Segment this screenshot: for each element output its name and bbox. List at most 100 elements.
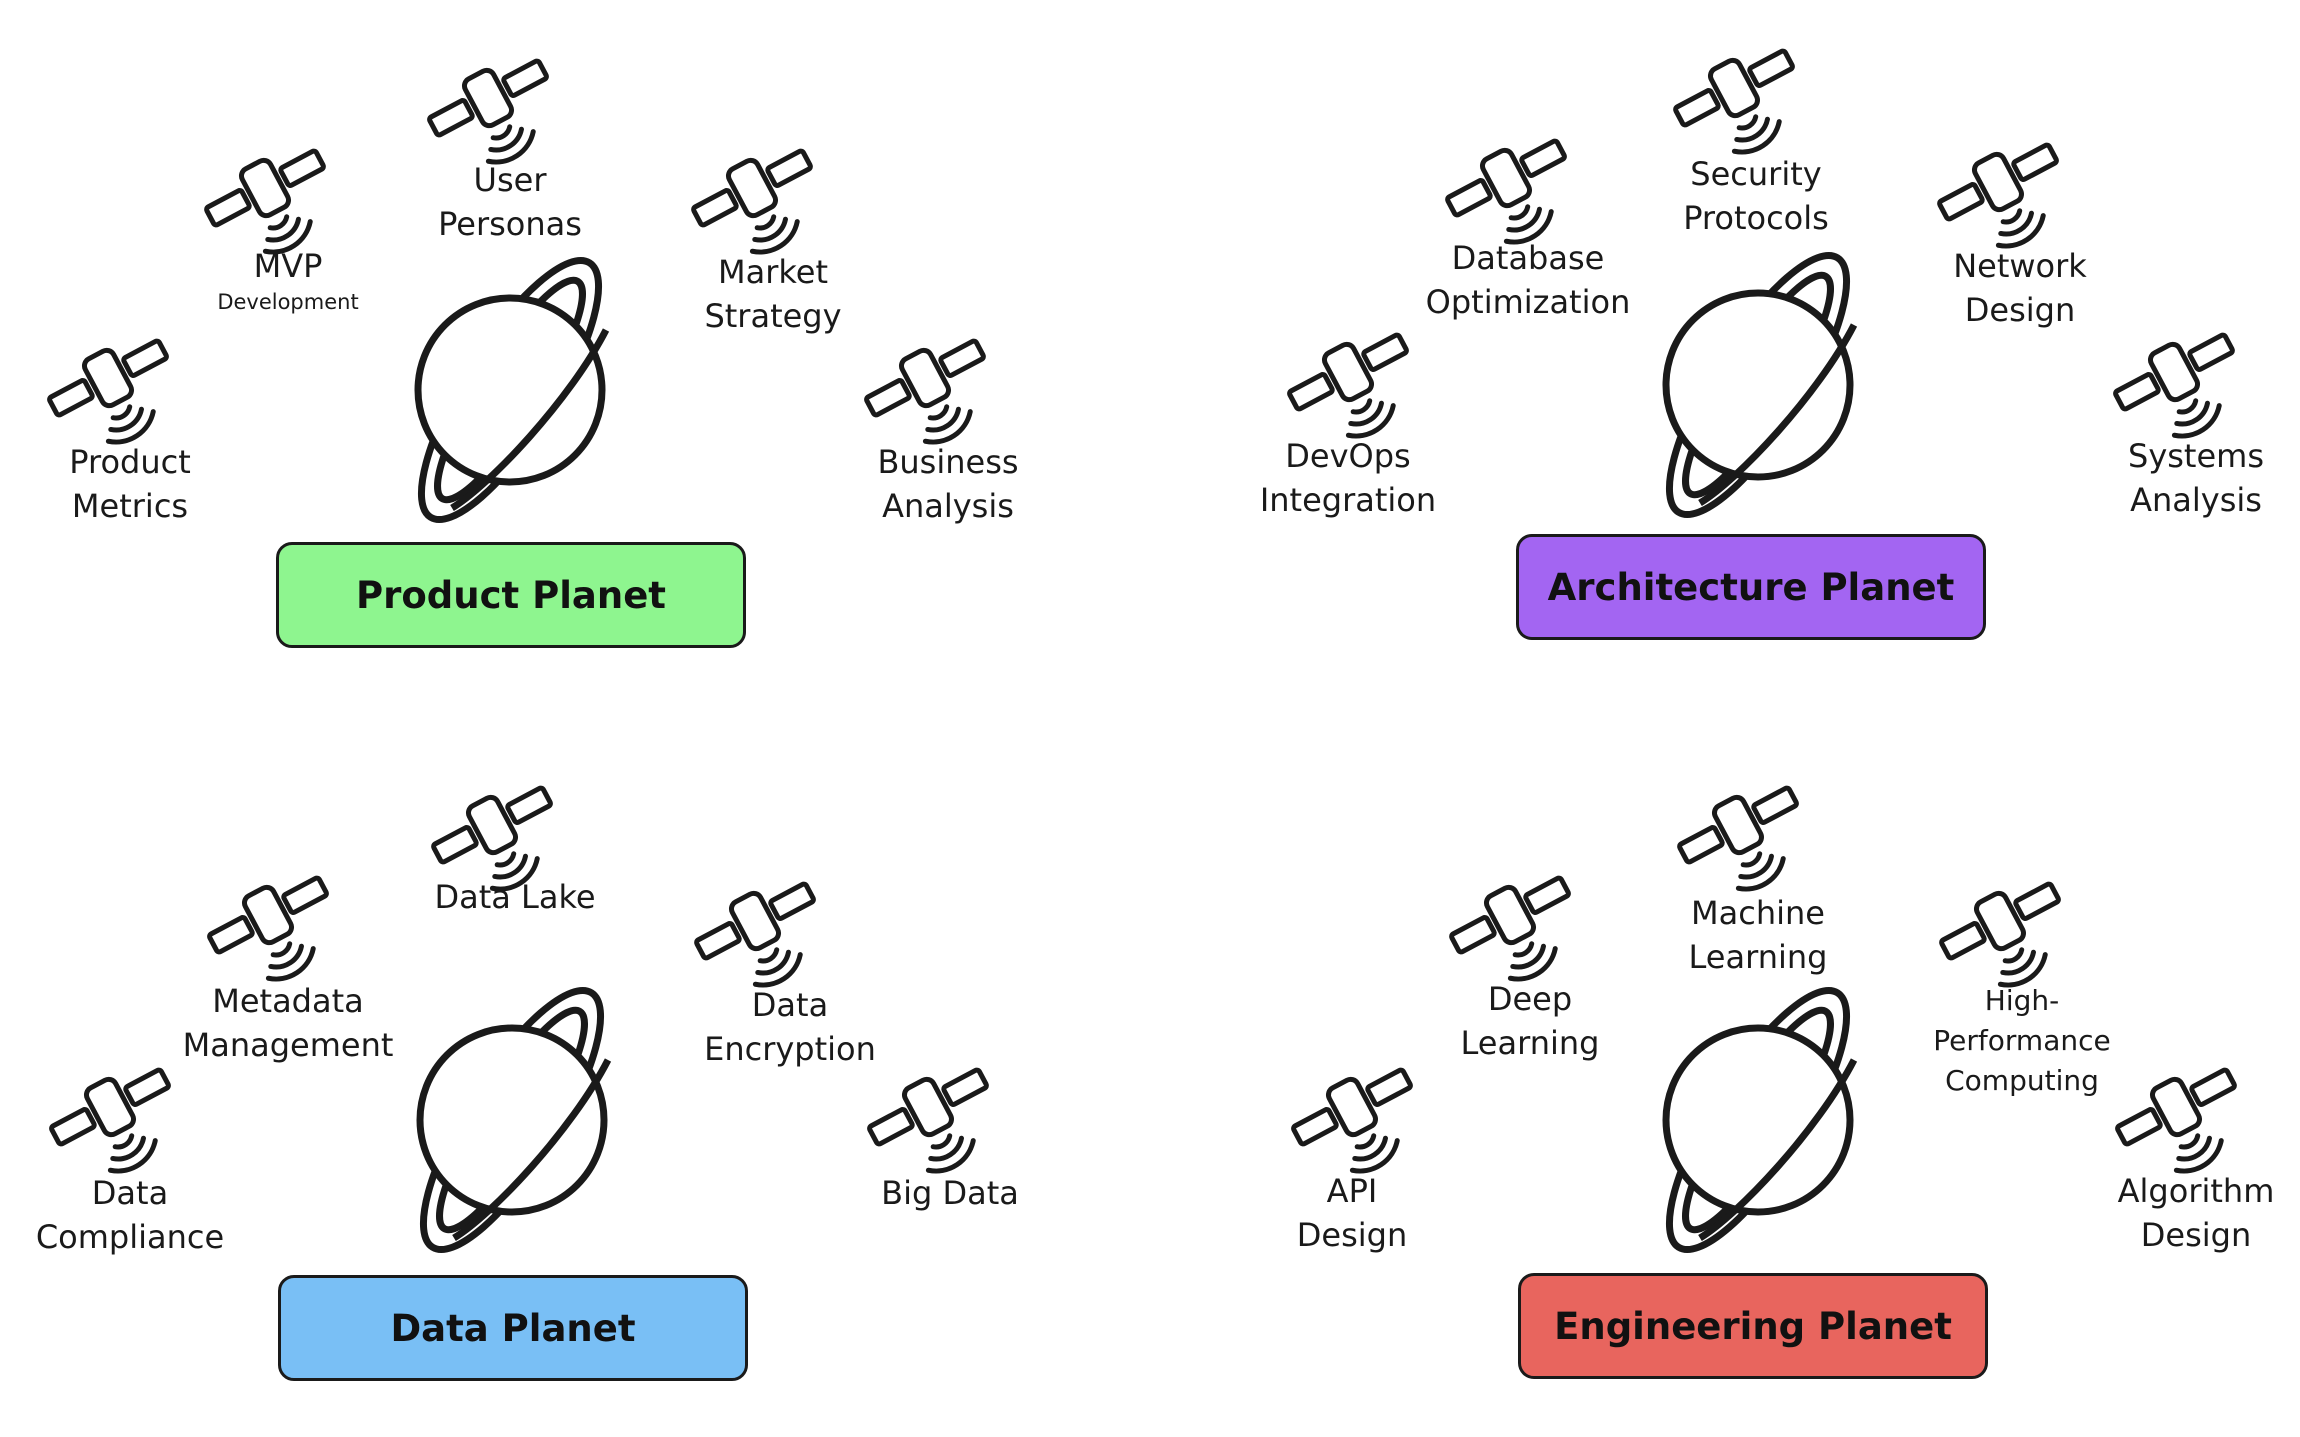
- signal-waves-icon: [107, 1133, 158, 1174]
- satellite-label-line: Integration: [1259, 481, 1437, 519]
- planet-label-box-product: Product Planet: [276, 542, 746, 648]
- satellite-icon: [694, 881, 816, 961]
- satellite-label-line: Learning: [1688, 938, 1828, 976]
- satellite-label-line: Learning: [1460, 1024, 1600, 1062]
- saturn-planet-icon: [1662, 986, 1858, 1254]
- signal-waves-icon: [752, 947, 803, 988]
- satellite-icon: [2113, 332, 2235, 412]
- signal-waves-icon: [1731, 114, 1782, 155]
- signal-waves-icon: [489, 851, 540, 892]
- satellite-label-line: Product: [69, 443, 191, 481]
- satellite-label-line: API: [1326, 1172, 1378, 1210]
- satellite-label-line: Strategy: [704, 297, 842, 335]
- signal-waves-icon: [2171, 398, 2222, 439]
- planet-label-box-data: Data Planet: [278, 1275, 748, 1381]
- satellite-icon: [1677, 785, 1799, 865]
- planet-label-box-architecture: Architecture Planet: [1516, 534, 1986, 640]
- satellite-label-line: User: [473, 161, 547, 199]
- satellite-label-line: Network: [1953, 247, 2087, 285]
- satellite-icon: [1449, 875, 1571, 955]
- satellite-label-line: Security: [1690, 155, 1822, 193]
- satellite-icon: [427, 58, 549, 138]
- satellite-label-line: DevOps: [1285, 437, 1411, 475]
- signal-waves-icon: [2173, 1133, 2224, 1174]
- planet-label-text: Architecture Planet: [1547, 565, 1955, 609]
- planet-label-text: Engineering Planet: [1554, 1304, 1952, 1348]
- satellite-icon: [207, 875, 329, 955]
- satellite-label-line: Optimization: [1425, 283, 1631, 321]
- signal-waves-icon: [1349, 1133, 1400, 1174]
- satellite-label-line: Performance: [1933, 1024, 2111, 1057]
- satellite-label-line: Computing: [1945, 1064, 2099, 1097]
- satellite-icon: [1673, 48, 1795, 128]
- satellite-icon: [864, 338, 986, 418]
- satellite-icon: [2115, 1067, 2237, 1147]
- signal-waves-icon: [749, 214, 800, 255]
- satellite-icon: [1937, 142, 2059, 222]
- satellite-label-line: Data: [91, 1174, 169, 1212]
- satellite-label-line: Business: [877, 443, 1019, 481]
- satellite-icon: [47, 338, 169, 418]
- satellite-label-line: Analysis: [2130, 481, 2262, 519]
- satellite-label-line: High-: [1984, 984, 2060, 1017]
- saturn-planet-icon: [1662, 251, 1858, 519]
- satellite-icon: [691, 148, 813, 228]
- signal-waves-icon: [1507, 941, 1558, 982]
- satellite-label-line: Personas: [438, 205, 582, 243]
- satellite-icon: [1445, 138, 1567, 218]
- satellite-label-line: Deep: [1487, 980, 1573, 1018]
- signal-waves-icon: [105, 404, 156, 445]
- satellite-label-line: Compliance: [35, 1218, 225, 1256]
- satellite-label-big-data: Big Data: [881, 1171, 1019, 1215]
- satellite-icon: [1291, 1067, 1413, 1147]
- signal-waves-icon: [262, 214, 313, 255]
- signal-waves-icon: [925, 1133, 976, 1174]
- satellite-label-line: Market: [717, 253, 828, 291]
- satellite-label-line: Management: [182, 1026, 394, 1064]
- satellite-label-line: Analysis: [882, 487, 1014, 525]
- satellite-icon: [1287, 332, 1409, 412]
- satellite-label-line: Design: [2140, 1216, 2252, 1254]
- satellite-label-line: Design: [1964, 291, 2076, 329]
- satellite-label-subtitle: Development: [217, 290, 359, 314]
- satellite-icon: [1939, 881, 2061, 961]
- satellite-label-line: Systems: [2128, 437, 2264, 475]
- satellite-icon: [49, 1067, 171, 1147]
- satellite-label-line: Machine: [1691, 894, 1825, 932]
- signal-waves-icon: [1345, 398, 1396, 439]
- planet-label-text: Data Planet: [390, 1306, 636, 1350]
- signal-waves-icon: [1995, 208, 2046, 249]
- satellite-icon: [431, 785, 553, 865]
- satellite-label-line: Protocols: [1683, 199, 1829, 237]
- signal-waves-icon: [1503, 204, 1554, 245]
- satellite-icon: [204, 148, 326, 228]
- signal-waves-icon: [265, 941, 316, 982]
- signal-waves-icon: [485, 124, 536, 165]
- satellite-icon: [867, 1067, 989, 1147]
- signal-waves-icon: [1735, 851, 1786, 892]
- satellite-label-line: Metrics: [71, 487, 189, 525]
- satellite-label-mvp-development: MVP Development: [217, 244, 358, 316]
- saturn-planet-icon: [414, 256, 610, 524]
- saturn-planet-icon: [416, 986, 612, 1254]
- satellite-label-line: Algorithm: [2117, 1172, 2275, 1210]
- satellite-label-line: Encryption: [704, 1030, 876, 1068]
- satellite-label-line: MVP: [253, 247, 323, 285]
